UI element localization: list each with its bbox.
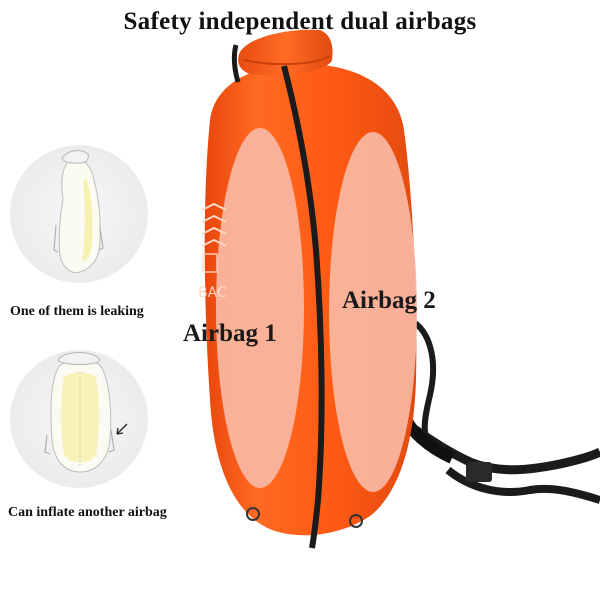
airbag-1-label: Airbag 1	[183, 320, 277, 347]
strap-buckle	[466, 462, 492, 482]
inflate-bag-sketch	[44, 352, 128, 473]
airbag-1-overlay	[216, 128, 304, 488]
brand-marks: BAC	[198, 202, 227, 301]
swim-buoy: BAC	[198, 29, 417, 549]
inflate-caption: Can inflate another airbag	[8, 505, 167, 520]
svg-text:BAC: BAC	[198, 285, 227, 301]
waist-strap	[397, 317, 600, 504]
leaking-caption: One of them is leaking	[10, 304, 144, 319]
airbag-2-label: Airbag 2	[342, 287, 436, 314]
leaking-bag-sketch	[53, 150, 104, 274]
airbag-2-overlay	[329, 132, 417, 492]
